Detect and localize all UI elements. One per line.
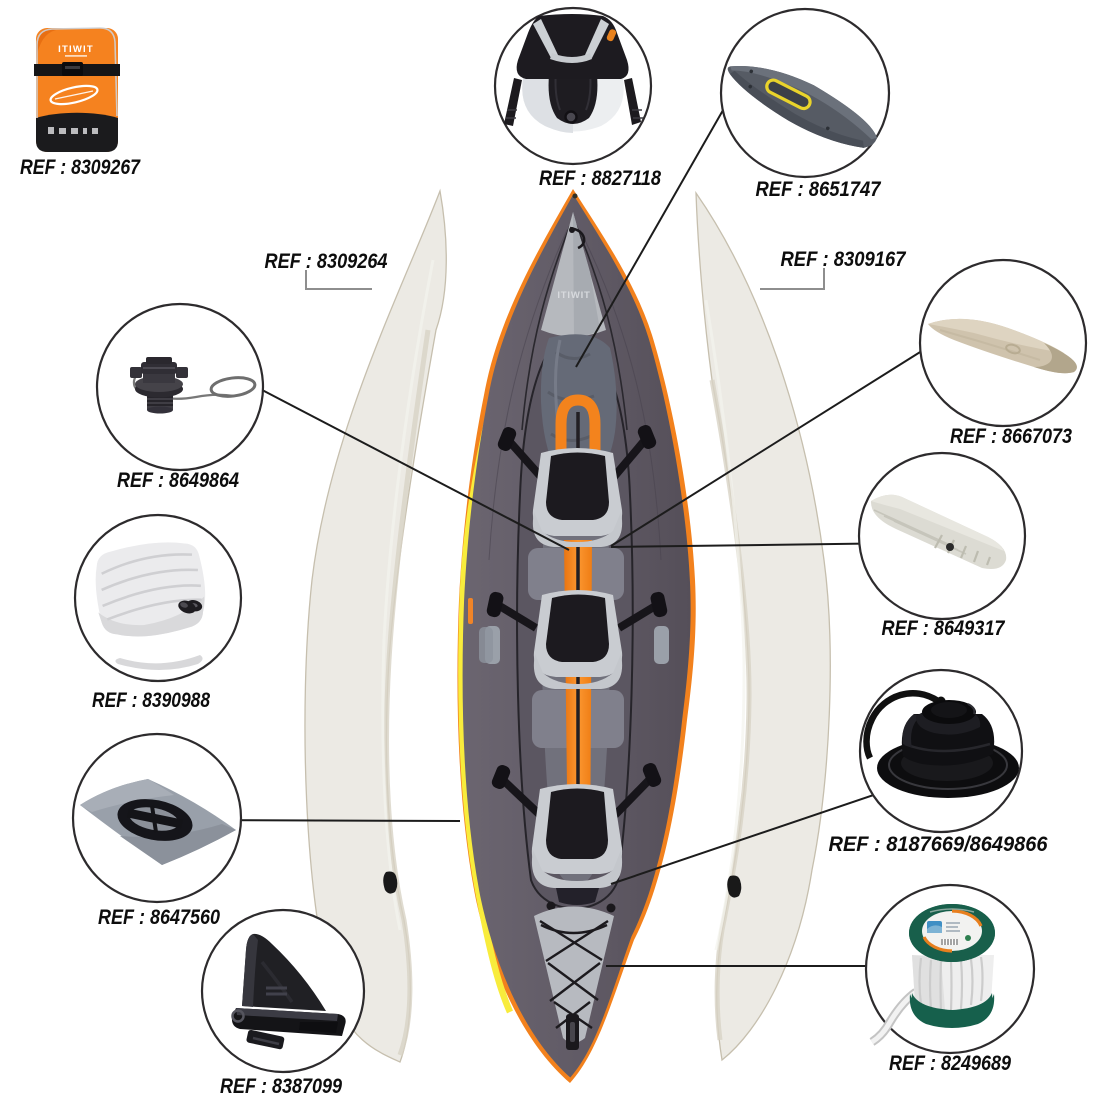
svg-text:REF : 8667073: REF : 8667073 (950, 425, 1072, 448)
svg-text:ITIWIT: ITIWIT (58, 44, 94, 55)
svg-text:REF : 8309267: REF : 8309267 (20, 156, 141, 179)
svg-text:REF : 8249689: REF : 8249689 (889, 1052, 1011, 1075)
svg-text:REF : 8387099: REF : 8387099 (220, 1075, 342, 1098)
svg-text:ITIWIT: ITIWIT (557, 290, 590, 301)
svg-text:REF : 8827118: REF : 8827118 (539, 167, 661, 190)
svg-text:REF : 8649317: REF : 8649317 (882, 617, 1006, 640)
svg-text:REF : 8187669/8649866: REF : 8187669/8649866 (829, 833, 1048, 856)
svg-text:REF : 8309167: REF : 8309167 (781, 248, 907, 271)
svg-text:REF : 8649864: REF : 8649864 (117, 469, 239, 492)
svg-text:REF : 8390988: REF : 8390988 (92, 689, 210, 712)
svg-text:REF : 8309264: REF : 8309264 (265, 250, 388, 273)
svg-text:REF : 8647560: REF : 8647560 (98, 906, 220, 929)
svg-text:REF : 8651747: REF : 8651747 (756, 178, 882, 201)
